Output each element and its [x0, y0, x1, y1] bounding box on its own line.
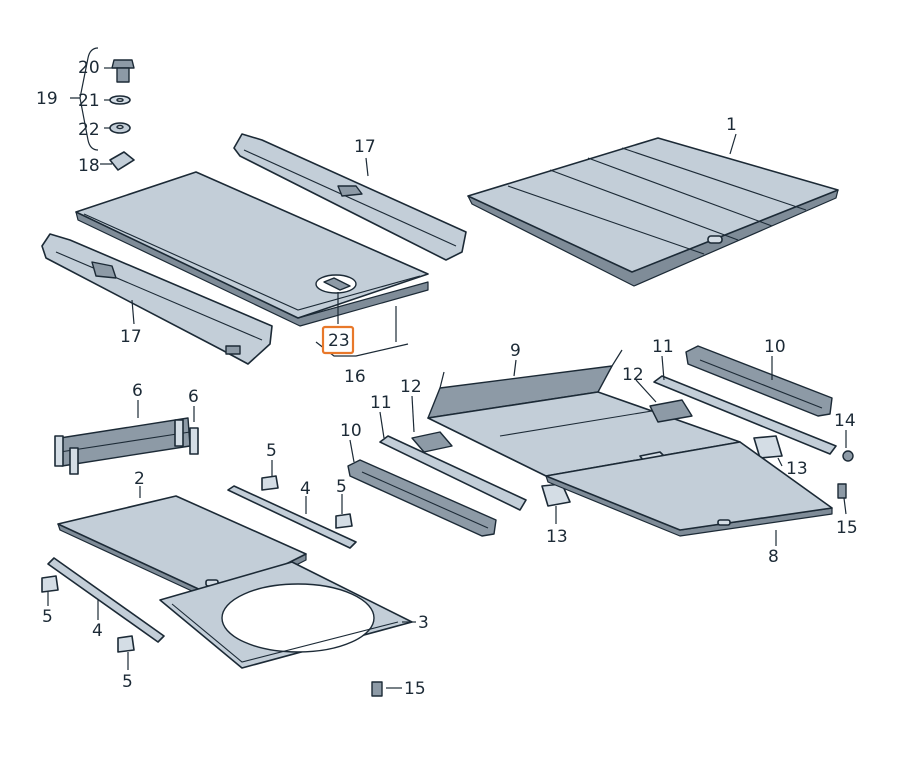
part-22-nut[interactable]: [109, 122, 131, 134]
label-23: 23: [328, 331, 350, 351]
part-5-clip-1[interactable]: [261, 475, 279, 491]
part-17-upper-cover-rail[interactable]: [233, 133, 467, 261]
label-5-a: 5: [266, 441, 277, 461]
part-15-screw-bottom[interactable]: [371, 681, 383, 697]
part-21-washer[interactable]: [109, 95, 131, 105]
part-11-guide-strip-left[interactable]: [379, 435, 527, 511]
label-14: 14: [834, 411, 856, 431]
label-13-right: 13: [786, 459, 808, 479]
label-6-left: 6: [132, 381, 143, 401]
part-10-support-rail-left[interactable]: [347, 459, 497, 537]
part-4-trim-strip-upper[interactable]: [227, 485, 357, 549]
part-6-side-bar[interactable]: [54, 417, 199, 475]
part-4-trim-strip-lower[interactable]: [47, 557, 165, 643]
part-5-clip-3[interactable]: [41, 575, 59, 593]
label-6-right: 6: [188, 387, 199, 407]
part-15-screw-right[interactable]: [837, 483, 847, 499]
label-5-d: 5: [122, 672, 133, 692]
label-13-left: 13: [546, 527, 568, 547]
label-10-right: 10: [764, 337, 786, 357]
label-17-lower: 17: [120, 327, 142, 347]
label-4-lower: 4: [92, 621, 103, 641]
label-22: 22: [78, 120, 100, 140]
highlight-box-23: [321, 325, 355, 355]
part-14-screw[interactable]: [842, 450, 854, 462]
part-12-bracket-right[interactable]: [649, 399, 693, 423]
label-15-right: 15: [836, 518, 858, 538]
label-2: 2: [134, 469, 145, 489]
part-8-lower-floor-panel[interactable]: [545, 441, 833, 537]
part-5-clip-4[interactable]: [117, 635, 135, 653]
label-15-bottom: 15: [404, 679, 426, 699]
label-17-upper: 17: [354, 137, 376, 157]
part-5-clip-2[interactable]: [335, 513, 353, 529]
label-12-left: 12: [400, 377, 422, 397]
label-5-c: 5: [42, 607, 53, 627]
label-16: 16: [344, 367, 366, 387]
label-9: 9: [510, 341, 521, 361]
label-11-right: 11: [652, 337, 674, 357]
part-12-bracket-left[interactable]: [411, 431, 453, 453]
label-11-left: 11: [370, 393, 392, 413]
part-18-clip[interactable]: [109, 151, 135, 171]
part-23-handle-recess[interactable]: [315, 274, 357, 294]
label-18: 18: [78, 156, 100, 176]
part-13-bracket-right[interactable]: [753, 435, 783, 459]
label-12-right: 12: [622, 365, 644, 385]
label-4-upper: 4: [300, 479, 311, 499]
label-20: 20: [78, 58, 100, 78]
part-10-support-rail-right[interactable]: [685, 345, 833, 417]
part-20-screw[interactable]: [111, 59, 135, 83]
label-3: 3: [418, 613, 429, 633]
label-1: 1: [726, 115, 737, 135]
part-11-guide-strip-right[interactable]: [653, 375, 837, 455]
label-21: 21: [78, 91, 100, 111]
label-19: 19: [36, 89, 58, 109]
label-8: 8: [768, 547, 779, 567]
label-10-left: 10: [340, 421, 362, 441]
leader-lines: [47, 47, 847, 689]
part-1-floor-panel[interactable]: [467, 137, 839, 287]
part-17-lower-cover-rail[interactable]: [41, 233, 273, 365]
label-5-b: 5: [336, 477, 347, 497]
